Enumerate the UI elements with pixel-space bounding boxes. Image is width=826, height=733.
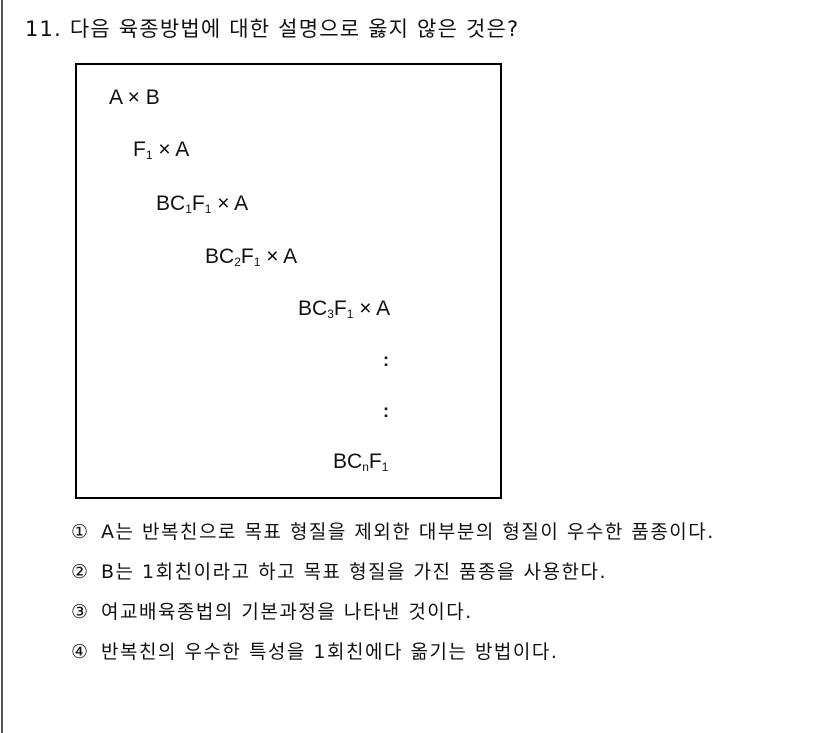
option-marker: ① bbox=[71, 521, 90, 543]
diagram-step-bcn: BCnF1 bbox=[333, 450, 388, 474]
step-text: BC bbox=[156, 192, 186, 215]
diagram-step-bc2: BC2F1 × A bbox=[205, 245, 297, 269]
ellipsis-vertical: : bbox=[383, 350, 389, 370]
step-text: F bbox=[191, 192, 205, 215]
answer-option-4[interactable]: ④ 반복친의 우수한 특성을 1회친에다 옮기는 방법이다. bbox=[71, 638, 811, 666]
step-subscript: 1 bbox=[253, 255, 261, 269]
step-text: BC bbox=[333, 450, 363, 473]
diagram-step-bc1: BC1F1 × A bbox=[156, 192, 248, 216]
diagram-step-f1: F1 × A bbox=[133, 138, 189, 162]
step-subscript: 2 bbox=[234, 255, 241, 269]
answer-option-3[interactable]: ③ 여교배육종법의 기본과정을 나타낸 것이다. bbox=[71, 598, 811, 626]
option-text: B는 1회친이라고 하고 목표 형질을 가진 품종을 사용한다. bbox=[101, 561, 608, 583]
step-subscript: 1 bbox=[204, 202, 212, 216]
step-text: F bbox=[333, 297, 347, 320]
step-text: F bbox=[240, 245, 254, 268]
answer-option-1[interactable]: ① A는 반복친으로 목표 형질을 제외한 대부분의 형질이 우수한 품종이다. bbox=[71, 518, 811, 546]
step-subscript: 1 bbox=[185, 202, 192, 216]
step-subscript: 1 bbox=[381, 460, 389, 474]
option-text: 여교배육종법의 기본과정을 나타낸 것이다. bbox=[101, 601, 473, 623]
step-text: BC bbox=[298, 297, 328, 320]
step-subscript: 1 bbox=[145, 148, 153, 162]
ellipsis-vertical: : bbox=[383, 401, 389, 421]
step-subscript: 3 bbox=[327, 307, 334, 321]
step-text: F bbox=[133, 138, 146, 161]
step-subscript: n bbox=[362, 460, 369, 474]
step-text: BC bbox=[205, 245, 235, 268]
step-text: F bbox=[368, 450, 382, 473]
step-text: A × B bbox=[109, 86, 160, 109]
step-text: × A bbox=[152, 138, 190, 161]
question-title: 11. 다음 육종방법에 대한 설명으로 옳지 않은 것은? bbox=[25, 17, 520, 41]
option-marker: ③ bbox=[71, 601, 90, 623]
step-text: × A bbox=[353, 297, 391, 320]
option-marker: ② bbox=[71, 561, 90, 583]
backcross-diagram: A × B F1 × A BC1F1 × A BC2F1 × A BC3F1 ×… bbox=[75, 63, 502, 499]
step-text: × A bbox=[211, 192, 249, 215]
answer-options: ① A는 반복친으로 목표 형질을 제외한 대부분의 형질이 우수한 품종이다.… bbox=[71, 518, 811, 678]
left-margin-rule bbox=[1, 0, 3, 733]
diagram-step-bc3: BC3F1 × A bbox=[298, 297, 390, 321]
option-text: A는 반복친으로 목표 형질을 제외한 대부분의 형질이 우수한 품종이다. bbox=[101, 521, 715, 543]
diagram-step-cross: A × B bbox=[109, 86, 160, 110]
option-marker: ④ bbox=[71, 641, 90, 663]
step-text: × A bbox=[260, 245, 298, 268]
answer-option-2[interactable]: ② B는 1회친이라고 하고 목표 형질을 가진 품종을 사용한다. bbox=[71, 558, 811, 586]
step-subscript: 1 bbox=[346, 307, 354, 321]
option-text: 반복친의 우수한 특성을 1회친에다 옮기는 방법이다. bbox=[101, 641, 559, 663]
